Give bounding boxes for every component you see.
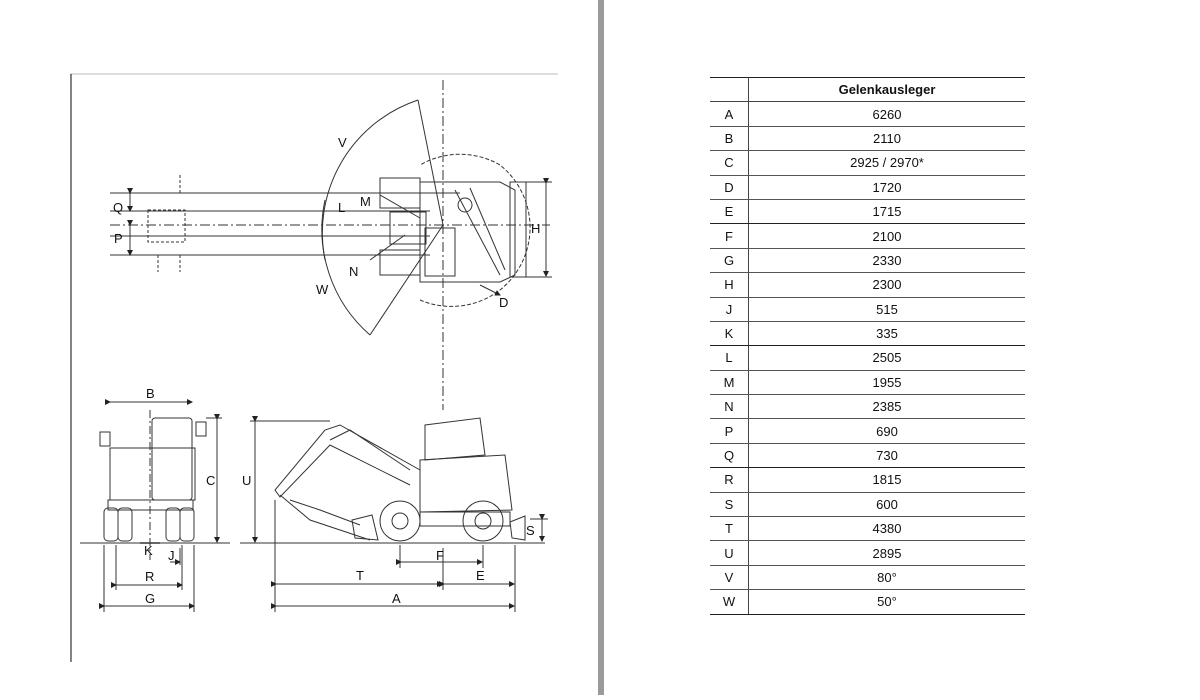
label-r: R — [145, 569, 154, 584]
label-w: W — [316, 282, 329, 297]
label-l: L — [338, 200, 345, 215]
label-c: C — [206, 473, 215, 488]
row-value: 6260 — [748, 101, 1025, 127]
row-value: 2895 — [748, 540, 1025, 566]
row-value: 2300 — [748, 272, 1025, 298]
row-value: 335 — [748, 321, 1025, 347]
label-a: A — [392, 591, 401, 606]
row-key: E — [710, 199, 749, 225]
table-header-title: Gelenkausleger — [748, 76, 1025, 103]
row-key: N — [710, 394, 749, 420]
row-value: 1815 — [748, 467, 1025, 493]
row-key: R — [710, 467, 749, 493]
row-value: 2330 — [748, 248, 1025, 274]
row-value: 2925 / 2970* — [748, 150, 1025, 176]
label-f: F — [436, 548, 444, 563]
label-d: D — [499, 295, 508, 310]
label-k: K — [144, 543, 153, 558]
row-key: C — [710, 150, 749, 176]
label-n: N — [349, 264, 358, 279]
row-value: 80° — [748, 565, 1025, 591]
page-divider — [598, 0, 604, 695]
row-key: G — [710, 248, 749, 274]
label-p: P — [114, 231, 123, 246]
label-g: G — [145, 591, 155, 606]
row-key: F — [710, 223, 749, 249]
left-page: V M L Q P H N W D B C U S K J F R T E G … — [0, 0, 598, 695]
label-m: M — [360, 194, 371, 209]
row-key: W — [710, 589, 749, 615]
dimension-labels: V M L Q P H N W D B C U S K J F R T E G … — [113, 135, 540, 606]
row-value: 730 — [748, 443, 1025, 469]
label-j: J — [168, 548, 175, 563]
row-key: H — [710, 272, 749, 298]
row-value: 690 — [748, 418, 1025, 444]
label-q: Q — [113, 200, 123, 215]
row-key: S — [710, 492, 749, 518]
excavator-dimension-drawing: V M L Q P H N W D B C U S K J F R T E G … — [70, 73, 558, 662]
row-key: K — [710, 321, 749, 347]
label-b: B — [146, 386, 155, 401]
label-v: V — [338, 135, 347, 150]
row-key: V — [710, 565, 749, 591]
row-key: L — [710, 345, 749, 371]
row-key: P — [710, 418, 749, 444]
front-view — [80, 399, 230, 612]
label-s: S — [526, 523, 535, 538]
row-value: 2505 — [748, 345, 1025, 371]
row-key: D — [710, 175, 749, 200]
row-value: 2110 — [748, 126, 1025, 152]
row-key: T — [710, 516, 749, 542]
row-key: J — [710, 297, 749, 322]
side-view — [240, 416, 548, 612]
table-header-row: Gelenkausleger — [710, 76, 1025, 103]
table-header-key — [710, 76, 749, 103]
top-view — [110, 80, 552, 410]
row-value: 1720 — [748, 175, 1025, 200]
row-value: 2100 — [748, 223, 1025, 249]
label-h: H — [531, 221, 540, 236]
row-key: U — [710, 540, 749, 566]
row-value: 2385 — [748, 394, 1025, 420]
label-t: T — [356, 568, 364, 583]
row-key: A — [710, 101, 749, 127]
row-key: Q — [710, 443, 749, 469]
row-value: 1955 — [748, 370, 1025, 396]
row-value: 600 — [748, 492, 1025, 518]
row-value: 515 — [748, 297, 1025, 322]
row-value: 1715 — [748, 199, 1025, 225]
row-value: 4380 — [748, 516, 1025, 542]
label-u: U — [242, 473, 251, 488]
row-key: M — [710, 370, 749, 396]
row-value: 50° — [748, 589, 1025, 615]
row-key: B — [710, 126, 749, 152]
label-e: E — [476, 568, 485, 583]
